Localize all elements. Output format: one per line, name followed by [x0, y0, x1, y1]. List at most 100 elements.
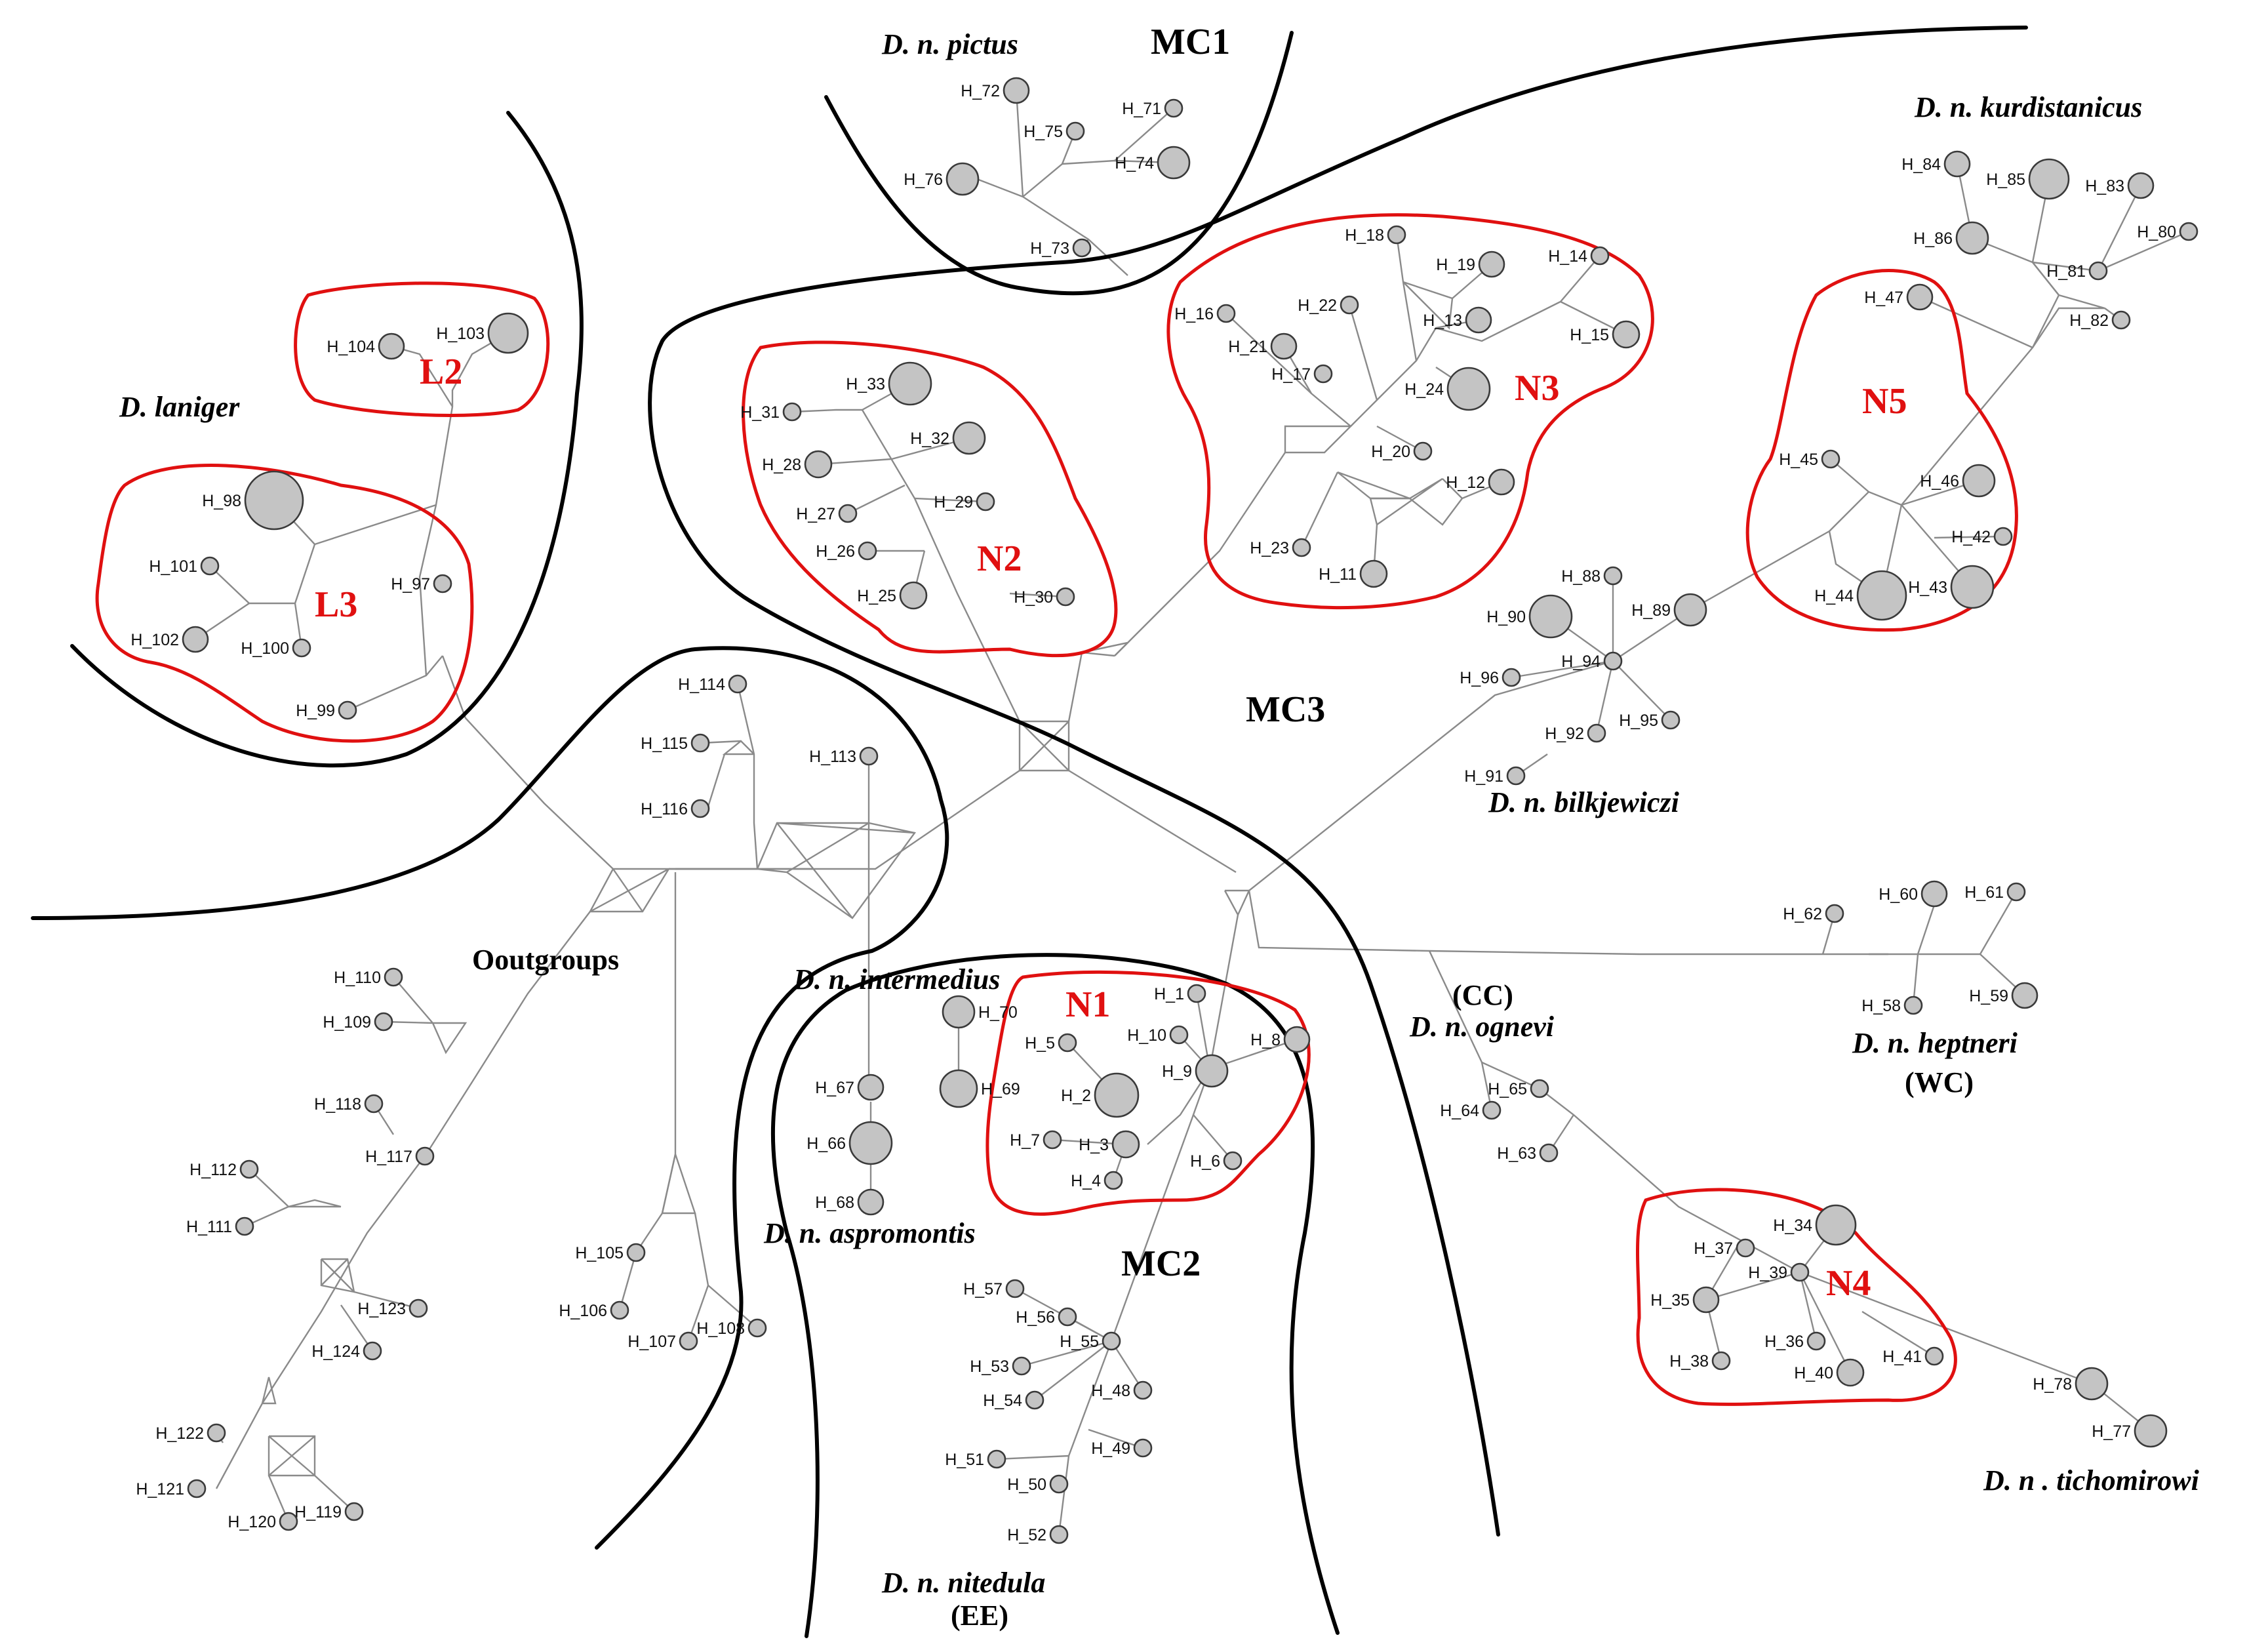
network-edge [1068, 769, 1237, 874]
haplotype-label: H_43 [1908, 578, 1947, 597]
haplotype-node [2179, 222, 2198, 241]
haplotype-label: H_73 [1030, 239, 1069, 258]
network-edge [1435, 255, 1601, 342]
haplotype-label: H_30 [1014, 588, 1053, 607]
haplotype-node [2111, 310, 2131, 330]
network-edge [2032, 261, 2099, 272]
network-edge [1799, 1272, 1818, 1342]
haplotype-label: H_107 [627, 1333, 676, 1351]
haplotype-label: H_15 [1570, 326, 1609, 344]
haplotype-label: H_32 [910, 430, 949, 448]
group-label-l3: L3 [315, 584, 357, 625]
haplotype-node [1790, 1262, 1810, 1282]
haplotype-node [374, 1012, 393, 1032]
network-edge [1147, 1068, 1211, 1145]
haplotype-node [2011, 982, 2039, 1009]
haplotype-label: H_69 [981, 1080, 1020, 1098]
haplotype-node [939, 1069, 978, 1108]
network-edge [1088, 1428, 1144, 1449]
network-edge [1019, 721, 1069, 771]
haplotype-node [1478, 251, 1505, 278]
haplotype-node [1058, 1307, 1077, 1327]
haplotype-node [1856, 570, 1907, 621]
network-edge [1912, 904, 1936, 1006]
network-edge [1612, 660, 1671, 721]
haplotype-label: H_75 [1024, 123, 1063, 141]
haplotype-label: H_11 [1319, 565, 1357, 584]
haplotype-node [679, 1331, 698, 1351]
haplotype-label: H_24 [1404, 380, 1444, 399]
network-edge [441, 655, 614, 870]
haplotype-label: H_100 [241, 639, 289, 658]
haplotype-node [728, 674, 747, 694]
clade-boundaries [31, 26, 2028, 1638]
network-edge [1337, 471, 1410, 500]
network-edge [707, 1285, 758, 1329]
haplotype-label: H_92 [1545, 725, 1584, 743]
haplotype-label: H_47 [1864, 289, 1903, 307]
group-label-n1: N1 [1065, 984, 1110, 1025]
network-edge [431, 1022, 468, 1055]
code-label-ee: (EE) [951, 1599, 1008, 1632]
boundary-mc3-top [648, 26, 2028, 1537]
network-edge [914, 497, 986, 503]
haplotype-node [1590, 246, 1610, 266]
haplotype-node [1387, 225, 1406, 245]
network-edge [618, 872, 677, 1311]
network-edge [1799, 1272, 1852, 1373]
haplotype-label: H_44 [1814, 587, 1854, 605]
haplotype-node [942, 995, 976, 1029]
haplotype-node [858, 541, 877, 561]
haplotype-node [433, 574, 452, 593]
haplotype-node [1587, 723, 1606, 743]
haplotype-label: H_64 [1440, 1102, 1479, 1120]
haplotype-node [1836, 1358, 1865, 1387]
network-edge [1934, 535, 2004, 539]
haplotype-node [1072, 238, 1092, 258]
haplotype-label: H_115 [641, 734, 688, 753]
group-outline-l3 [95, 464, 474, 743]
haplotype-label: H_29 [934, 493, 973, 512]
haplotype-label: H_51 [945, 1451, 984, 1469]
haplotype-node [1049, 1525, 1069, 1544]
haplotype-label: H_105 [575, 1244, 624, 1262]
network-edge [1403, 281, 1454, 330]
haplotype-node [1993, 527, 2013, 546]
haplotype-label: H_95 [1619, 712, 1658, 730]
network-edge [353, 1291, 419, 1310]
haplotype-label: H_72 [961, 82, 1000, 100]
group-label-n3: N3 [1515, 368, 1559, 409]
network-edge [791, 409, 862, 413]
haplotype-node [1012, 1356, 1031, 1376]
taxon-labels: D. n. pictus D. laniger D. n. kurdistani… [119, 28, 2200, 1632]
haplotype-label: H_14 [1548, 247, 1587, 266]
haplotype-label: H_106 [559, 1302, 607, 1320]
haplotype-node [859, 746, 879, 766]
haplotype-label: H_9 [1162, 1062, 1192, 1081]
network-edge [321, 1258, 348, 1286]
haplotype-label: H_102 [130, 631, 179, 649]
haplotype-label: H_62 [1783, 905, 1822, 923]
haplotype-node [1488, 468, 1515, 496]
haplotype-node [804, 450, 833, 479]
haplotype-label: H_109 [323, 1013, 371, 1032]
group-outlines [95, 213, 2018, 1406]
haplotype-node [690, 733, 710, 753]
network-edge [1224, 889, 1250, 917]
network-edge [1595, 660, 1614, 734]
network-edge [209, 565, 295, 605]
taxon-label-intermedius: D. n. intermedius [793, 963, 1000, 995]
haplotype-label: H_68 [815, 1194, 854, 1212]
haplotype-node [1465, 306, 1492, 334]
network-edge [1248, 530, 1830, 891]
network-edge [1021, 1340, 1112, 1367]
clade-labels: MC1 MC2 MC3 [1121, 22, 1325, 1284]
haplotype-node [415, 1146, 435, 1166]
haplotype-node [2127, 172, 2155, 199]
haplotype-label: H_83 [2085, 177, 2124, 195]
group-label-n5: N5 [1862, 381, 1907, 422]
haplotype-node [1661, 710, 1681, 730]
haplotype-label: H_113 [809, 748, 856, 766]
haplotype-node [364, 1094, 384, 1114]
haplotype-label: H_90 [1486, 608, 1526, 626]
